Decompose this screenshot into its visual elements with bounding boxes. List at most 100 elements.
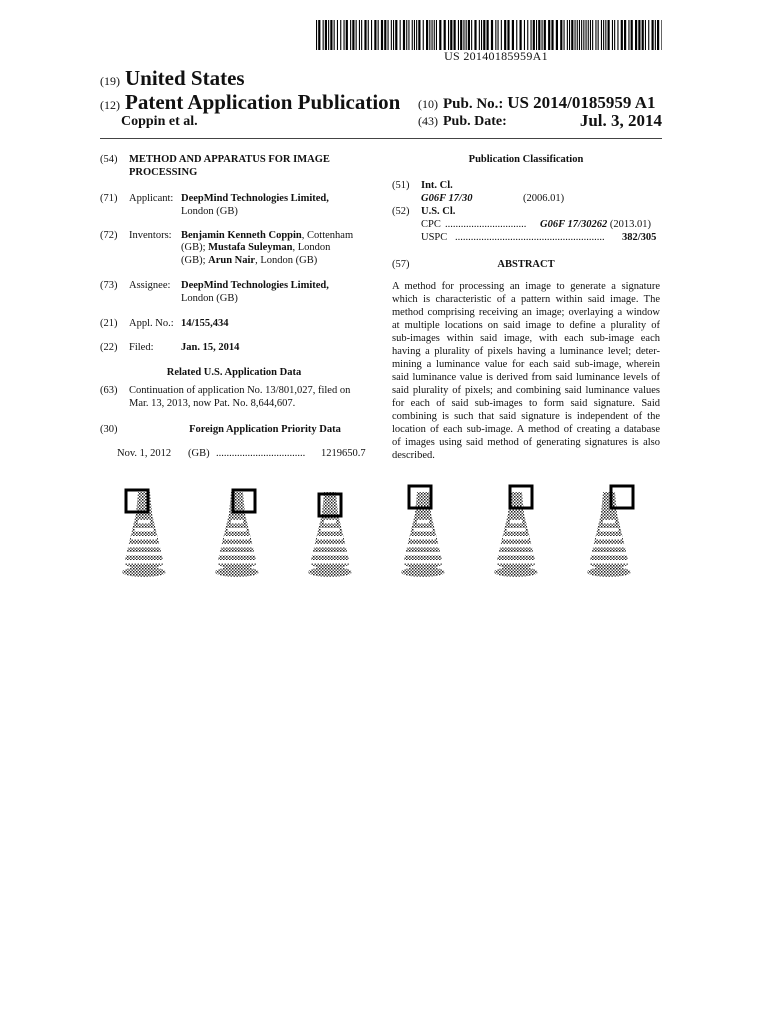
barcode-bar [511,20,514,50]
dress-stripe [320,528,340,532]
abstract-line: having a plurality of pixels having a lu… [392,346,660,357]
figure-dress [306,492,354,577]
inid-code: (10) [418,97,438,111]
barcode-bar [380,20,384,50]
int-cl-year: (2006.01) [523,193,565,204]
barcode-number: US 20140185959A1 [444,49,548,63]
dress-stripe [410,536,436,540]
barcode-bar [367,20,369,50]
barcode-bar [402,20,406,50]
us-cl-label: U.S. Cl. [421,206,456,217]
barcode-bar [581,20,583,50]
barcode-bar [333,20,335,50]
barcode-bar [422,20,424,50]
dress-stripe [499,544,533,548]
barcode-bar [426,20,429,50]
pub-number: (10)Pub. No.: US 2014/0185959 A1 [418,93,655,113]
barcode-bar [453,20,456,50]
continuation-line-1: Continuation of application No. 13/801,0… [129,385,351,396]
assignee-name: DeepMind Technologies Limited, [181,280,329,291]
barcode-bar [316,20,318,50]
barcode-bar [330,20,333,50]
abstract-line: mining a luminance value for each said s… [392,359,660,370]
pub-number-label: Pub. No.: [443,96,504,112]
dress-stripe [510,520,522,524]
pub-date-value: Jul. 3, 2014 [579,111,662,130]
barcode-bar [543,20,546,50]
figure-dress [585,484,635,577]
inventor-prefix: (GB); [181,242,209,253]
barcode-bar [497,20,499,50]
figure-dress [120,488,168,577]
barcode-bar [638,20,641,50]
barcode-bar [620,20,623,50]
barcode-bar [483,20,486,50]
barcode-bar [516,20,518,50]
barcode-bar [641,20,644,50]
barcode-bar [566,20,568,50]
inventor-name: Benjamin Kenneth Coppin [181,230,302,241]
cpc-label: CPC [421,219,441,230]
dress-stripe [310,552,350,556]
dress-stripe [496,552,536,556]
dress-base [587,567,631,577]
country-line: (19)United States [100,66,245,91]
barcode-bar [448,20,450,50]
barcode-bar [551,20,554,50]
inventor-name: Arun Nair [208,255,256,266]
uspc-label: USPC [421,232,448,243]
barcode-bar [614,20,616,50]
abstract-line: said plurality of pixels; and combining … [392,385,660,396]
dress-stripe [324,520,336,524]
inid-code: (22) [100,342,118,353]
foreign-heading: Foreign Application Priority Data [189,424,341,435]
barcode-bar [630,20,633,50]
window-square [124,488,150,514]
int-cl-class: G06F 17/30 [421,193,473,204]
barcode-bar [416,20,418,50]
dress-stripe [138,520,150,524]
barcode-bar [340,20,342,50]
publication-type: Patent Application Publication [125,90,401,114]
barcode-bar [657,20,660,50]
barcode-bar [574,20,576,50]
inventor-location: , London [292,242,331,253]
barcode-bar [500,20,502,50]
related-heading: Related U.S. Application Data [166,367,302,378]
inid-code: (52) [392,206,410,217]
dress-stripe [217,552,257,556]
uspc-value: 382/305 [622,232,657,243]
inventor-line-2: (GB); Mustafa Suleyman, London [181,242,330,253]
abstract-line: said luminance value is derived from sai… [392,372,660,383]
barcode-bar [460,20,463,50]
dress-stripe [317,536,343,540]
title-line-2: PROCESSING [129,167,198,178]
dress-stripe [227,528,247,532]
dress-stripe [313,544,347,548]
dress-base [494,567,538,577]
dress-stripe [120,560,168,564]
barcode-bar [474,20,477,50]
foreign-country: (GB) [188,448,210,459]
barcode-bar [592,20,594,50]
continuation-line-2: Mar. 13, 2013, now Pat. No. 8,644,607. [129,398,296,409]
window-square [407,484,433,510]
barcode-bar [463,20,465,50]
abstract-heading: ABSTRACT [497,259,555,270]
int-cl-label: Int. Cl. [421,180,453,191]
barcode-bar [538,20,541,50]
barcode-bar [527,20,529,50]
barcode-bar [578,20,580,50]
inventor-name: Mustafa Suleyman [208,242,293,253]
dress-base [401,567,445,577]
inventor-prefix: (GB); [181,255,209,266]
inid-code: (51) [392,180,410,191]
barcode-bar [523,20,525,50]
barcode-bar [465,20,467,50]
dress-stripe [134,528,154,532]
foreign-dots: .................................. [216,448,306,459]
pub-date-label-text: Pub. Date: [443,114,507,129]
abstract-line: of images using said method of generatin… [392,437,660,448]
barcode-bar [486,20,489,50]
barcode-bar [648,20,650,50]
